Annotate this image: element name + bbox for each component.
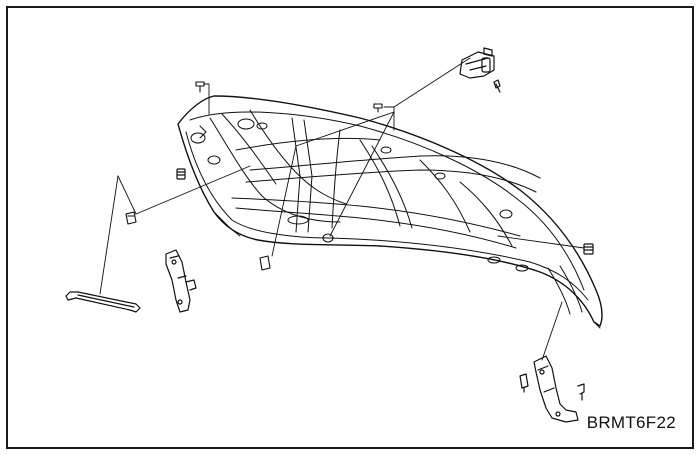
- hood-grommet: [322, 233, 334, 243]
- figure-code: BRMT6F22: [586, 413, 676, 432]
- hood-clip-lower: [259, 255, 271, 271]
- hood-hinge-left: [165, 249, 197, 313]
- hood-inner-ribs: [190, 109, 583, 315]
- hood-panel: [177, 95, 603, 329]
- hood-hinge-right: [519, 355, 585, 423]
- hood-prop-rod: [65, 291, 141, 313]
- hood-bumper-stop-left: [176, 168, 186, 180]
- prop-rod-clip: [125, 211, 137, 225]
- leader-lines: [99, 57, 585, 361]
- hood-latch: [459, 47, 501, 93]
- diagram-border: [6, 6, 694, 449]
- hood-bolt-top-left: [195, 81, 205, 93]
- hood-bumper-stop-right: [583, 243, 594, 255]
- hood-bolt-center: [373, 103, 383, 113]
